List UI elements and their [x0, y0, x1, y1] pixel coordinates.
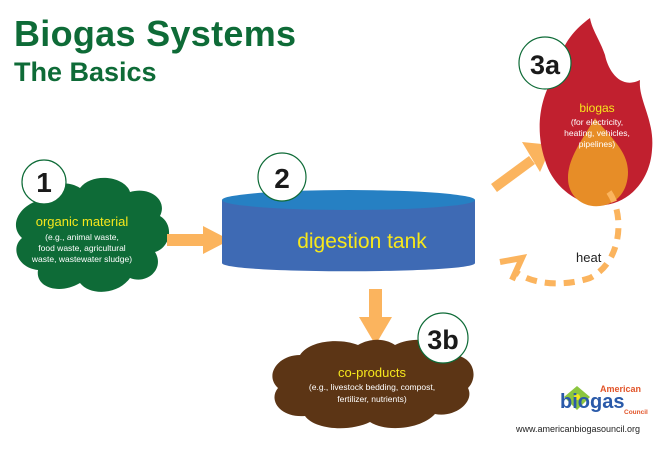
step-3a-number: 3a	[530, 50, 561, 80]
logo-biogas-text: biogas	[560, 391, 624, 413]
organic-material-detail-3: waste, wastewater sludge)	[31, 254, 132, 264]
arrow-organic-to-tank	[167, 226, 230, 254]
organic-material-detail-1: (e.g., animal waste,	[45, 232, 119, 242]
heat-label: heat	[576, 250, 602, 265]
coproducts-detail-1: (e.g., livestock bedding, compost,	[309, 382, 435, 392]
digestion-tank-label: digestion tank	[297, 230, 427, 253]
page-title: Biogas Systems	[14, 13, 297, 54]
logo-american-text: American	[600, 384, 641, 394]
biogas-label: biogas	[579, 101, 614, 115]
biogas-detail-2: heating, vehicles,	[564, 128, 630, 138]
organic-material-detail-2: food waste, agricultural	[38, 243, 126, 253]
step-3a-badge: 3a	[518, 36, 572, 90]
biogas-detail-1: (for electricity,	[571, 117, 623, 127]
organic-material-label: organic material	[36, 214, 129, 229]
step-3b-badge: 3b	[417, 312, 469, 364]
step-3b-number: 3b	[427, 325, 459, 355]
american-biogas-council-logo: biogas American Council	[560, 384, 648, 416]
heat-return-arrow	[499, 190, 622, 287]
coproducts-label: co-products	[338, 365, 406, 380]
coproducts-detail-2: fertilizer, nutrients)	[337, 394, 407, 404]
coproducts-cloud	[272, 339, 474, 429]
step-2-badge: 2	[257, 152, 307, 202]
step-1-badge: 1	[21, 159, 67, 205]
step-1-number: 1	[36, 167, 52, 198]
organic-material-cloud	[15, 177, 170, 292]
step-2-number: 2	[274, 163, 290, 194]
logo-council-text: Council	[624, 409, 648, 416]
website-url[interactable]: www.americanbiogasouncil.org	[516, 424, 641, 434]
page-subtitle: The Basics	[14, 57, 157, 87]
arrow-tank-to-coproducts	[359, 289, 392, 345]
biogas-detail-3: pipelines)	[579, 139, 616, 149]
